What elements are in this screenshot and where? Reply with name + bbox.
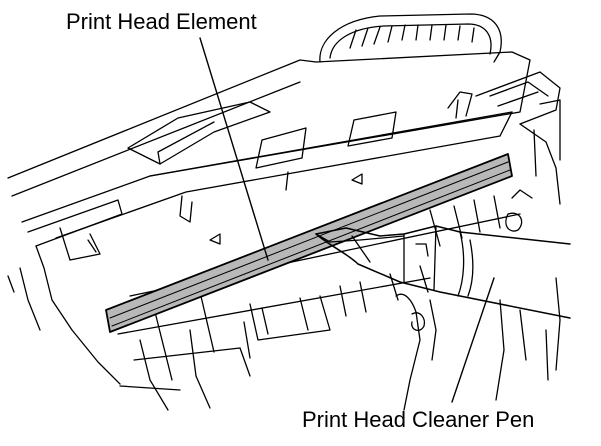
printer-housing-left: [7, 59, 317, 385]
print-head-cleaner-pen: [315, 225, 571, 319]
top-cover: [21, 13, 531, 261]
print-head-cleaner-pen-label: Print Head Cleaner Pen: [302, 407, 535, 432]
print-head-element-label: Print Head Element: [66, 9, 257, 34]
platen-roller-area: [117, 195, 561, 411]
callout-line-cleaner-pen: [451, 277, 495, 403]
print-head-element: [105, 153, 513, 333]
callout-line-print-head-element: [199, 37, 269, 261]
printer-housing-right: [475, 71, 561, 232]
callout-lines: [199, 37, 495, 403]
